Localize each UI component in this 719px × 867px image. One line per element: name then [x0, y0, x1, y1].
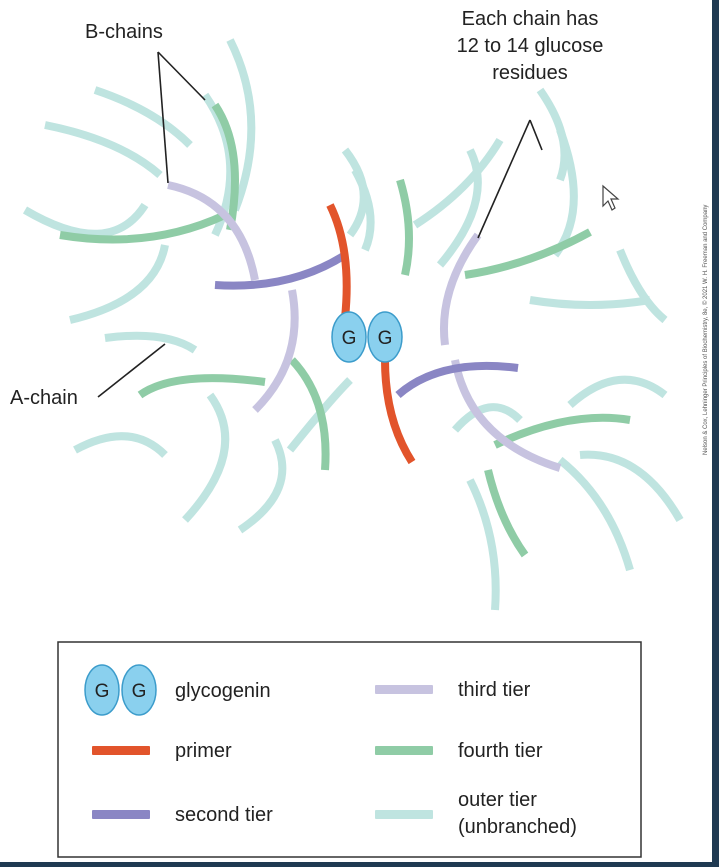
outer-chain	[351, 168, 375, 252]
each-chain-pointer	[477, 119, 531, 239]
outer-chain	[44, 121, 163, 179]
outer-chain	[104, 331, 198, 354]
each-chain-label-line1: Each chain has	[462, 8, 599, 30]
outer-chain	[616, 248, 668, 324]
outer-chain	[182, 392, 230, 523]
glycogenin-dimer: G G	[331, 311, 403, 363]
fourth-tier-chain	[59, 211, 227, 244]
outer-chain	[226, 38, 256, 212]
second-tier-chain	[395, 361, 519, 399]
second-tier-chain	[214, 251, 348, 290]
outer-chain	[557, 456, 634, 572]
primer-chain	[326, 203, 351, 319]
legend-glycogenin-letter: G	[132, 681, 147, 702]
outer-tier-chains	[22, 38, 684, 611]
b-chains-pointer	[157, 51, 206, 101]
legend-outer-tier-label-line2: (unbranched)	[458, 816, 577, 838]
fourth-tier-chain	[396, 178, 413, 276]
legend-fourth-tier-label: fourth tier	[458, 740, 543, 762]
legend-item-third-tier: third tier	[375, 679, 531, 701]
primer-chain	[381, 359, 416, 465]
legend-outer-tier-swatch	[375, 810, 433, 819]
legend-third-tier-label: third tier	[458, 679, 531, 701]
legend-item-glycogenin: G G glycogenin	[84, 664, 271, 716]
fourth-tier-chain	[493, 413, 631, 449]
each-chain-label-line3: residues	[492, 62, 568, 84]
outer-chain	[579, 450, 684, 522]
legend-third-tier-swatch	[375, 685, 433, 694]
legend-item-primer: primer	[92, 740, 232, 762]
legend-glycogenin-swatch	[84, 664, 120, 716]
glycogenin-subunit	[367, 311, 403, 363]
primer-chains	[326, 203, 416, 465]
label-pointers	[97, 51, 543, 398]
legend-glycogenin-swatch	[121, 664, 157, 716]
glycogenin-letter: G	[378, 328, 393, 349]
fourth-tier-chain	[484, 469, 529, 558]
third-tier-chain	[167, 181, 259, 281]
legend: G G glycogenin primer second tier third …	[57, 641, 642, 858]
legend-primer-swatch	[92, 746, 150, 755]
glycogenin-letter: G	[342, 328, 357, 349]
each-chain-label-line2: 12 to 14 glucose	[457, 35, 604, 57]
third-tier-chains	[167, 181, 562, 472]
each-chain-pointer	[529, 119, 543, 151]
glycogenin-subunit	[331, 311, 367, 363]
legend-fourth-tier-swatch	[375, 746, 433, 755]
legend-item-second-tier: second tier	[92, 804, 273, 826]
outer-chain	[412, 137, 504, 229]
a-chain-pointer	[97, 343, 166, 398]
outer-chain	[69, 244, 169, 324]
outer-chain	[466, 478, 500, 611]
fourth-tier-chain	[211, 102, 239, 231]
third-tier-chain	[440, 232, 482, 346]
legend-outer-tier-label-line1: outer tier	[458, 789, 537, 811]
legend-glycogenin-label: glycogenin	[175, 680, 271, 702]
outer-chain	[22, 202, 149, 238]
legend-item-fourth-tier: fourth tier	[375, 740, 543, 762]
mouse-cursor-icon	[602, 184, 620, 211]
b-chains-label: B-chains	[85, 21, 163, 43]
third-tier-chain	[252, 289, 299, 413]
outer-chain	[286, 377, 353, 453]
outer-chain	[529, 296, 651, 309]
outer-chain	[451, 403, 523, 433]
fourth-tier-chain	[289, 357, 330, 471]
copyright-credit: Nelson & Cox, Lehninger Principles of Bi…	[702, 205, 709, 455]
a-chain-label: A-chain	[10, 387, 78, 409]
fourth-tier-chain	[464, 228, 592, 279]
outer-chain	[93, 86, 193, 148]
legend-glycogenin-letter: G	[95, 681, 110, 702]
legend-second-tier-label: second tier	[175, 804, 273, 826]
second-tier-chains	[214, 251, 519, 399]
outer-chain	[73, 432, 168, 458]
outer-chain	[567, 375, 668, 408]
b-chains-pointer	[157, 51, 169, 184]
legend-second-tier-swatch	[92, 810, 150, 819]
fourth-tier-chain	[137, 374, 266, 399]
outer-chain	[237, 438, 287, 534]
outer-chain	[536, 87, 569, 182]
outer-chain	[436, 148, 482, 268]
legend-item-outer-tier: outer tier (unbranched)	[375, 789, 577, 838]
fourth-tier-chains	[59, 102, 631, 558]
legend-box	[57, 641, 642, 858]
legend-primer-label: primer	[175, 740, 232, 762]
third-tier-chain	[451, 359, 562, 472]
